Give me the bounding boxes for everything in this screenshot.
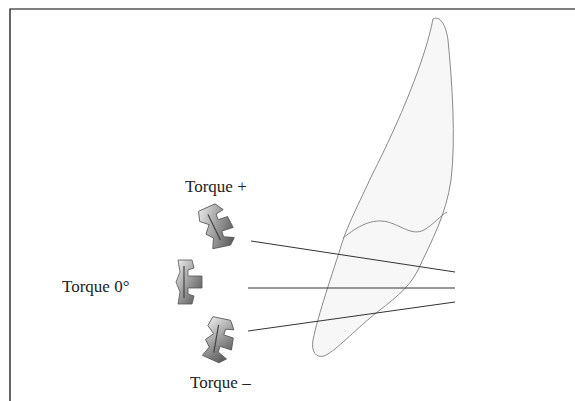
cemento-enamel-line [343, 212, 447, 238]
frame-border [10, 9, 575, 401]
torque-label: Torque 0° [62, 278, 129, 297]
torque-line [248, 288, 455, 289]
bracket [176, 260, 202, 304]
torque-label: Torque – [190, 374, 251, 393]
bracket [196, 201, 238, 252]
torque-line [248, 302, 455, 331]
torque-line [251, 241, 455, 272]
bracket [198, 314, 240, 365]
torque-label: Torque + [185, 178, 247, 197]
